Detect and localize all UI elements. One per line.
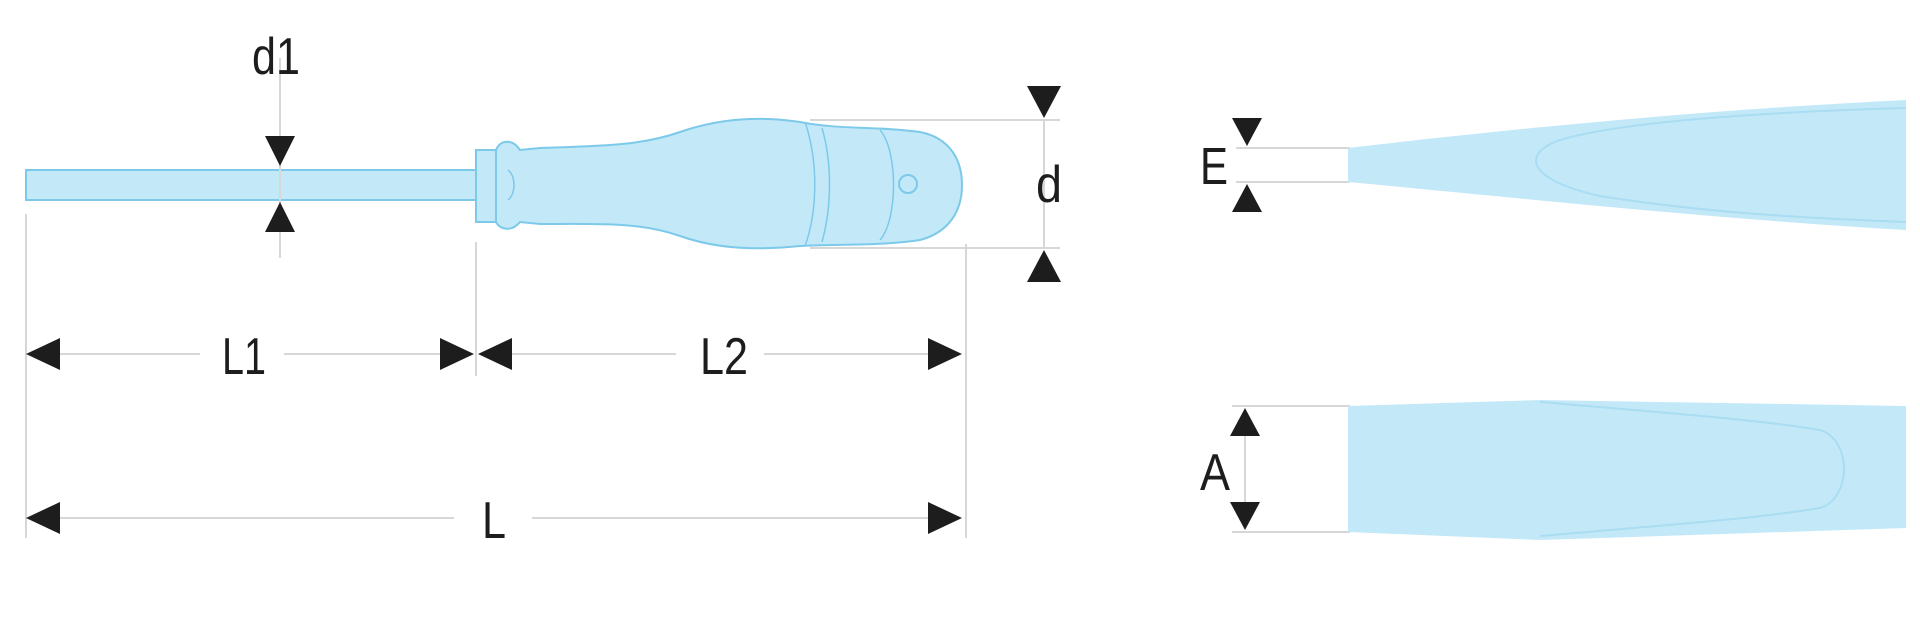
blade-tip-width-taper-line xyxy=(1539,401,1845,537)
screwdriver-side-view xyxy=(25,117,964,250)
ferrule xyxy=(475,149,497,223)
blade-tip-width-shape xyxy=(1348,400,1906,540)
A-label: A xyxy=(1200,444,1230,502)
handle-groove-2 xyxy=(821,127,831,243)
d-arrow-down xyxy=(1027,86,1061,118)
handle-groove-1 xyxy=(804,121,816,247)
E-label: E xyxy=(1200,138,1228,196)
d1-label: d1 xyxy=(252,28,300,86)
L2-arrow-right xyxy=(928,338,962,370)
L-label: L xyxy=(482,492,506,550)
L2-dimension: L2 xyxy=(478,328,962,386)
A-arrow-up xyxy=(1230,408,1260,436)
d1-arrow-down xyxy=(265,136,295,166)
L-arrow-right xyxy=(928,502,962,534)
L1-arrow-left xyxy=(26,338,60,370)
handle xyxy=(495,117,964,250)
L1-arrow-right xyxy=(440,338,474,370)
L1-label: L1 xyxy=(222,328,266,386)
blade-tip-top-view: A xyxy=(1200,400,1906,540)
d-label: d xyxy=(1036,156,1062,214)
L2-label: L2 xyxy=(700,328,748,386)
A-arrow-down xyxy=(1230,502,1260,530)
blade-tip-taper-line xyxy=(1535,107,1907,223)
E-arrow-down xyxy=(1232,118,1262,146)
shaft xyxy=(25,169,479,201)
E-arrow-up xyxy=(1232,184,1262,212)
blade-tip-side-view: E xyxy=(1200,100,1907,230)
L-arrow-left xyxy=(26,502,60,534)
blade-tip-thickness-shape xyxy=(1348,100,1906,230)
d-arrow-up xyxy=(1027,250,1061,282)
d1-dimension: d1 xyxy=(252,28,300,232)
L1-dimension: L1 xyxy=(26,328,474,386)
L2-arrow-left xyxy=(478,338,512,370)
ferrule-notch xyxy=(507,169,515,201)
L-dimension: L xyxy=(26,492,962,550)
handle-cap-line xyxy=(879,129,895,241)
handle-hanging-hole xyxy=(898,174,918,194)
d1-arrow-up xyxy=(265,202,295,232)
d-dimension: d xyxy=(1027,86,1062,282)
